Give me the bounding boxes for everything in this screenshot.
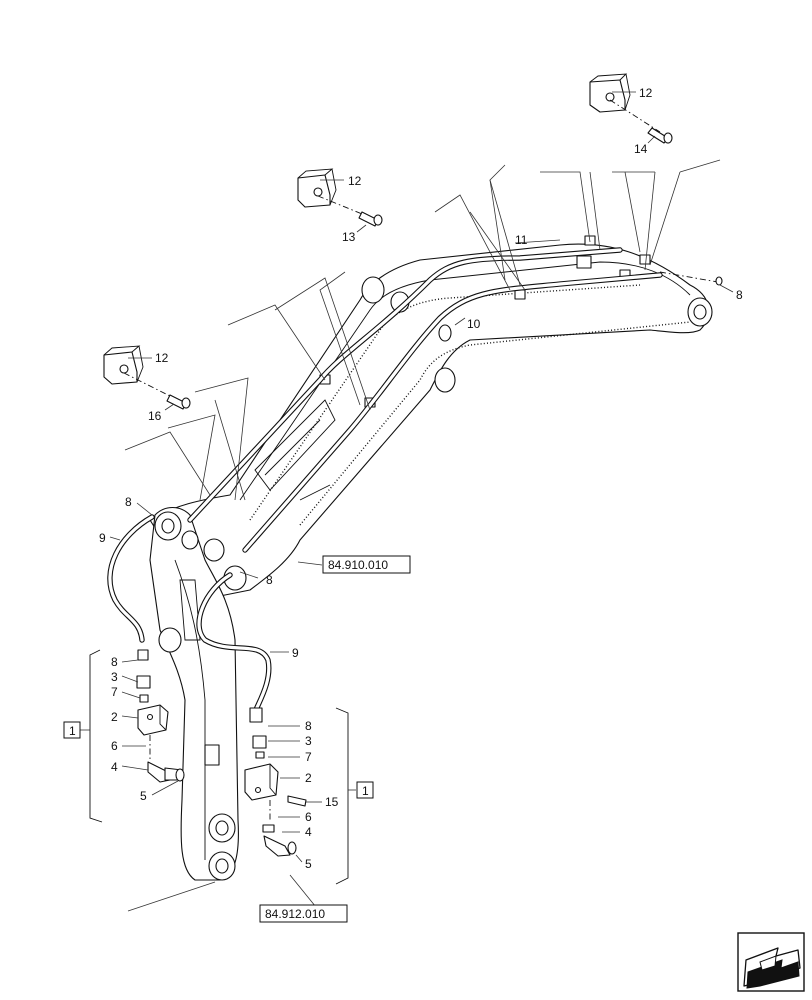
label-7: 7 (305, 750, 312, 764)
label-3: 3 (305, 734, 312, 748)
clamp-12-left (103, 345, 191, 410)
label-6: 6 (305, 810, 312, 824)
label-2: 2 (111, 710, 118, 724)
label-12: 12 (639, 86, 653, 100)
label-8: 8 (266, 573, 273, 587)
label-11: 11 (515, 233, 528, 247)
label-13: 13 (342, 230, 356, 244)
hydraulic-lines (107, 247, 663, 715)
label-4: 4 (305, 825, 312, 839)
label-8: 8 (305, 719, 312, 733)
label-9: 9 (99, 531, 106, 545)
label-12: 12 (348, 174, 362, 188)
label-8: 8 (125, 495, 132, 509)
label-5: 5 (305, 857, 312, 871)
label-8: 8 (111, 655, 118, 669)
label-2: 2 (305, 771, 312, 785)
ref-label[interactable]: 84.910.010 (328, 558, 388, 572)
label-14: 14 (634, 142, 648, 156)
group-label: 1 (362, 784, 369, 798)
label-10: 10 (467, 317, 481, 331)
clamp-12-top (589, 73, 673, 144)
ref-84-910-010[interactable]: 84.910.010 (322, 555, 411, 574)
label-3: 3 (111, 670, 118, 684)
label-16: 16 (148, 409, 162, 423)
label-6: 6 (111, 739, 118, 753)
boom (149, 235, 713, 601)
leader-lines (80, 91, 734, 913)
guide-lines (124, 159, 721, 501)
label-4: 4 (111, 760, 118, 774)
arm (149, 506, 247, 881)
ref-label[interactable]: 84.912.010 (265, 907, 325, 921)
label-7: 7 (111, 685, 118, 699)
group-label: 1 (69, 724, 76, 738)
group-box-1-left: 1 (63, 721, 81, 739)
group-box-1-right: 1 (356, 781, 374, 799)
valve-right (244, 707, 349, 885)
clamp-12-mid (297, 168, 383, 227)
label-9: 9 (292, 646, 299, 660)
part-labels: 12 14 12 13 11 8 10 12 16 8 9 8 9 8 3 7 … (99, 86, 743, 871)
label-12: 12 (155, 351, 169, 365)
valve-left (89, 649, 185, 823)
ref-84-912-010[interactable]: 84.912.010 (259, 904, 348, 923)
arrow-nav-icon[interactable] (737, 932, 805, 992)
label-15: 15 (325, 795, 339, 809)
label-5: 5 (140, 789, 147, 803)
label-8: 8 (736, 288, 743, 302)
